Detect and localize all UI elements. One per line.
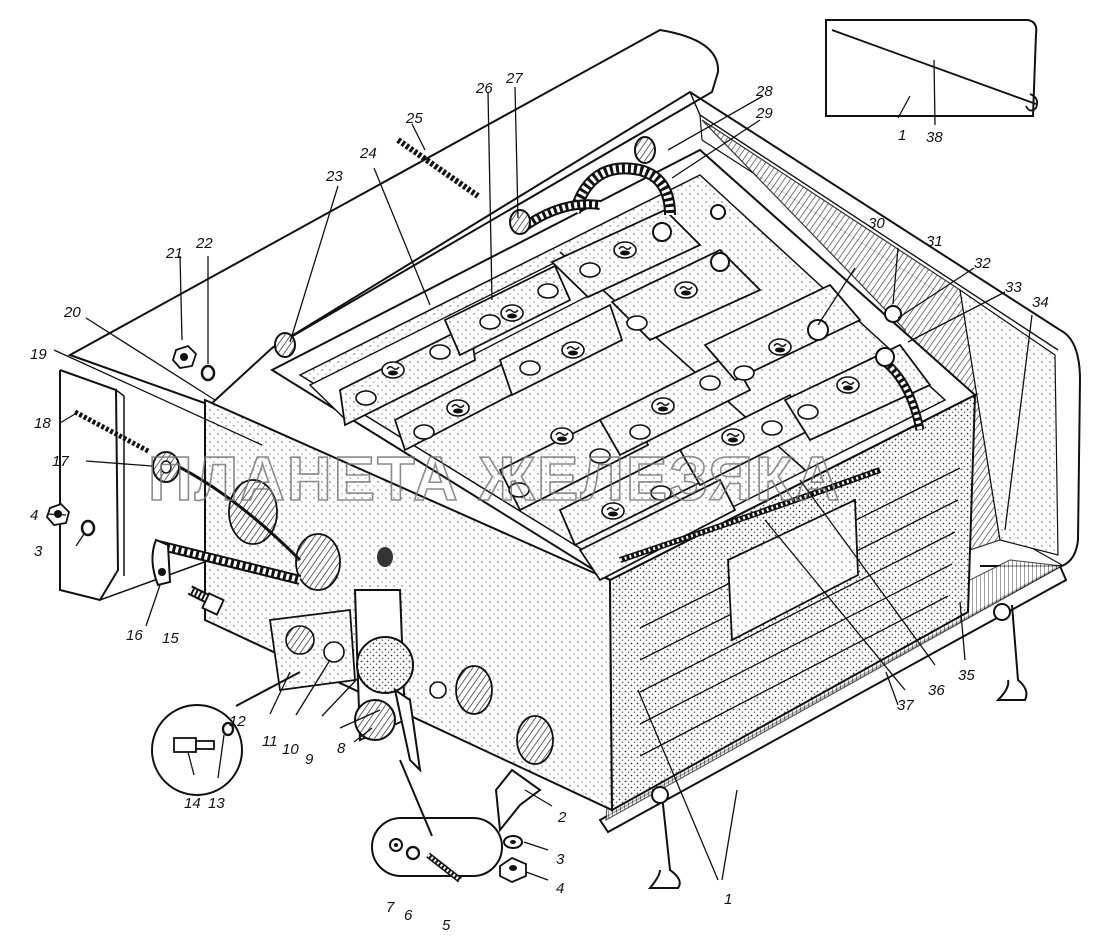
terminal-bolt xyxy=(710,204,726,220)
watermark: ПЛАНЕТА ЖЕЛЕЗЯКА xyxy=(148,445,842,514)
callout-17: 17 xyxy=(52,453,69,470)
terminal-clamp xyxy=(710,252,730,272)
battery-cells xyxy=(308,208,932,582)
callout-labels: 1 1 2 3 3 4 4 5 6 7 8 9 10 11 12 13 14 1… xyxy=(30,70,1049,934)
vent-hole xyxy=(377,547,393,567)
callout-23: 23 xyxy=(325,168,343,185)
mass-switch xyxy=(268,589,447,773)
callout-33: 33 xyxy=(1005,279,1022,296)
detail-circle-right xyxy=(371,759,503,883)
callout-20: 20 xyxy=(63,304,81,321)
callout-36: 36 xyxy=(928,682,945,699)
callout-4-left: 4 xyxy=(30,507,38,524)
callout-3-bottom: 3 xyxy=(556,851,565,868)
callout-1-inset: 1 xyxy=(898,127,906,144)
callout-18: 18 xyxy=(34,415,51,432)
callout-12: 12 xyxy=(229,713,246,730)
callout-25: 25 xyxy=(405,110,423,127)
callout-2: 2 xyxy=(557,809,567,826)
callout-15: 15 xyxy=(162,630,179,647)
vent-hole xyxy=(295,533,341,591)
callout-13: 13 xyxy=(208,795,225,812)
callout-38: 38 xyxy=(926,129,943,146)
vent-hole xyxy=(455,665,493,715)
callout-10: 10 xyxy=(282,741,299,758)
callout-3-left: 3 xyxy=(34,543,43,560)
callout-30: 30 xyxy=(868,215,885,232)
callout-5: 5 xyxy=(442,917,451,934)
callout-8: 8 xyxy=(337,740,346,757)
cable-grommet xyxy=(509,209,531,235)
callout-22: 22 xyxy=(195,235,213,252)
callout-7: 7 xyxy=(386,899,395,916)
terminal-bolt xyxy=(884,305,902,323)
callout-32: 32 xyxy=(974,255,991,272)
cables xyxy=(73,136,925,585)
cable-grommet xyxy=(274,332,296,358)
callout-31: 31 xyxy=(926,233,943,250)
vent-hole xyxy=(516,715,554,765)
callout-16: 16 xyxy=(126,627,143,644)
callout-1-bottom: 1 xyxy=(724,891,732,908)
callout-27: 27 xyxy=(505,70,523,87)
inset-cover-panel xyxy=(825,19,1039,117)
callout-6: 6 xyxy=(404,907,413,924)
callout-11: 11 xyxy=(262,733,278,750)
terminal-clamp xyxy=(807,319,829,341)
callout-34: 34 xyxy=(1032,294,1049,311)
callout-35: 35 xyxy=(958,667,975,684)
callout-26: 26 xyxy=(475,80,493,97)
callout-29: 29 xyxy=(755,105,773,122)
callout-21: 21 xyxy=(165,245,183,262)
terminal-clamp xyxy=(875,347,895,367)
callout-14: 14 xyxy=(184,795,201,812)
callout-24: 24 xyxy=(359,145,377,162)
terminal-clamp xyxy=(652,222,672,242)
callout-9: 9 xyxy=(305,751,314,768)
battery-box xyxy=(204,148,977,812)
leader-lines xyxy=(47,59,1033,881)
detail-circle-left xyxy=(151,671,301,796)
callout-19: 19 xyxy=(30,346,47,363)
callout-37: 37 xyxy=(897,697,914,714)
callout-4-bottom: 4 xyxy=(556,880,564,897)
cable-grommet xyxy=(634,136,656,164)
callout-28: 28 xyxy=(755,83,773,100)
